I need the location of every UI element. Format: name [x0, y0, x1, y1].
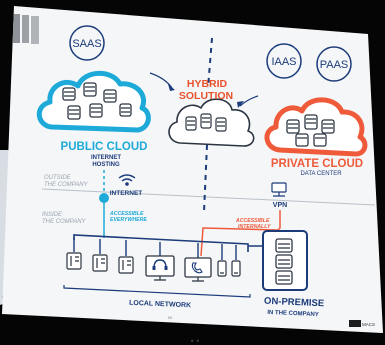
on-premise-title: ON-PREMISE [264, 296, 325, 310]
desk-phone-icon [118, 256, 134, 274]
hybrid-title-line1: HYBRID [187, 78, 228, 90]
reflection-decor: • • [191, 336, 200, 345]
public-cloud-sub1: INTERNET [91, 155, 121, 161]
mobile-phone-icon [231, 260, 241, 277]
accessible-internally-1: ACCESSIBLE [235, 218, 270, 224]
wifi-icon [118, 174, 136, 186]
local-network-label: LOCAL NETWORK [129, 300, 191, 310]
brand-logo-mark [349, 320, 361, 327]
inside-label-1: INSIDE [42, 212, 63, 218]
vpn-label: VPN [273, 202, 287, 209]
on-premise-subtitle: IN THE COMPANY [267, 310, 319, 318]
arrow-right-icon [239, 95, 259, 107]
decor-stripe [22, 15, 29, 43]
vpn-icon [271, 182, 287, 197]
decor-stripe [13, 14, 20, 43]
page-number: 50 [168, 315, 173, 320]
decor-stripe [31, 16, 39, 44]
saas-label: SAAS [72, 38, 101, 50]
saas-circle [69, 25, 105, 61]
desk-phone-icon [92, 254, 108, 272]
accessible-everywhere-2: EVERYWHERE [110, 217, 147, 223]
iaas-label: IAAS [271, 56, 296, 68]
on-premise-server-icon [262, 230, 308, 291]
paas-label: PAAS [320, 59, 349, 71]
internet-label: INTERNET [110, 190, 143, 197]
iaas-circle [266, 43, 302, 79]
brand-right-text: MACS [362, 322, 375, 327]
hybrid-title-line2: SOLUTION [179, 90, 233, 102]
public-cloud-title: PUBLIC CLOUD [61, 141, 148, 153]
arrowhead-right-icon [237, 101, 244, 108]
mobile-phone-icon [217, 260, 227, 277]
monitor-headset-icon [145, 255, 175, 281]
public-cloud-servers [62, 82, 132, 120]
outside-label-2: THE COMPANY [44, 182, 89, 188]
private-cloud-title: PRIVATE CLOUD [271, 158, 363, 170]
arrowhead-left-icon [168, 84, 175, 91]
monitor-phone-icon [184, 257, 212, 282]
private-cloud-sub: DATA CENTER [300, 171, 342, 177]
hybrid-cloud-icon [168, 98, 255, 147]
private-cloud-icon [264, 97, 368, 157]
accessible-internally-2: INTERNALLY [238, 224, 271, 230]
center-dashed-line [207, 37, 213, 89]
paas-circle [316, 46, 352, 82]
accessible-everywhere-1: ACCESSIBLE [109, 211, 144, 217]
public-connection-node [99, 193, 109, 203]
public-cloud-sub2: HOSTING [92, 162, 120, 168]
inside-label-2: THE COMPANY [42, 219, 87, 225]
local-network-bracket [63, 285, 251, 298]
company-divider-line [41, 188, 376, 206]
desk-phone-icon [66, 252, 82, 270]
center-dashed-line [203, 144, 208, 213]
outside-label-1: OUTSIDE [44, 175, 72, 181]
